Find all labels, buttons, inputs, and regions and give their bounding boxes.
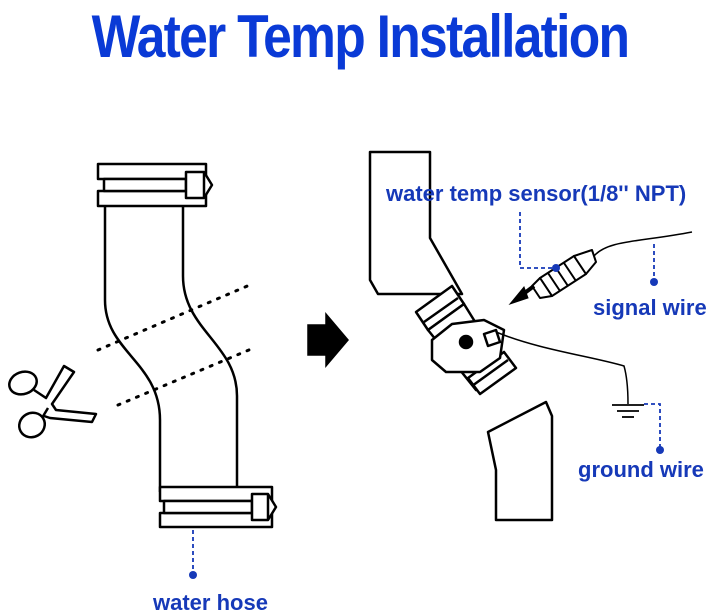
insert-arrow-icon (508, 284, 536, 306)
upper-hose-piece (368, 150, 464, 296)
water-hose-pointer (189, 530, 197, 579)
bottom-hose-clamp (158, 485, 278, 529)
upper-cut-line (96, 282, 254, 352)
ground-wire-pointer (644, 403, 664, 454)
cut-lines (96, 282, 258, 407)
hose-left-wall (103, 196, 162, 492)
scissors-icon (8, 364, 98, 439)
sensor-label: water temp sensor(1/8'' NPT) (386, 181, 687, 206)
ground-symbol-icon (612, 404, 644, 418)
page-title: Water Temp Installation (91, 3, 630, 70)
sensor-pointer (519, 212, 560, 272)
hose-right-wall (181, 196, 239, 492)
water-hose-label: water hose (153, 590, 268, 615)
lower-hose-piece (486, 400, 554, 522)
ground-wire (495, 331, 629, 405)
top-hose-clamp (96, 162, 214, 208)
signal-wire-label: signal wire (593, 295, 707, 320)
right-arrow-icon (307, 311, 349, 369)
water-hose-drawing (103, 196, 239, 492)
sensor-adapter (414, 284, 518, 396)
temp-sensor-probe (531, 249, 597, 299)
ground-wire-label: ground wire (578, 457, 704, 482)
signal-wire-pointer (650, 244, 658, 286)
signal-wire (593, 231, 693, 257)
